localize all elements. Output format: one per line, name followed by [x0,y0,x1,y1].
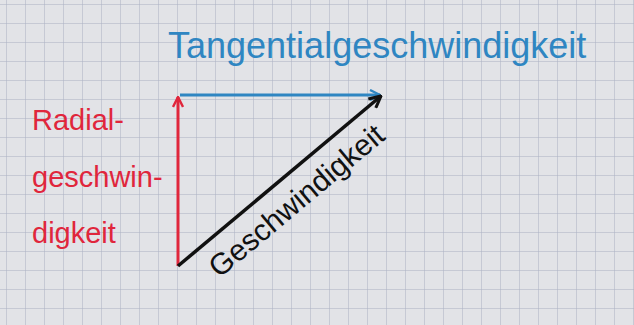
velocity-arrow [178,96,381,266]
radial-label: Radial- geschwin- digkeit [32,92,163,262]
tangential-label: Tangentialgeschwindigkeit [168,26,586,66]
radial-arrow [177,97,180,266]
tangential-arrow [180,94,380,97]
